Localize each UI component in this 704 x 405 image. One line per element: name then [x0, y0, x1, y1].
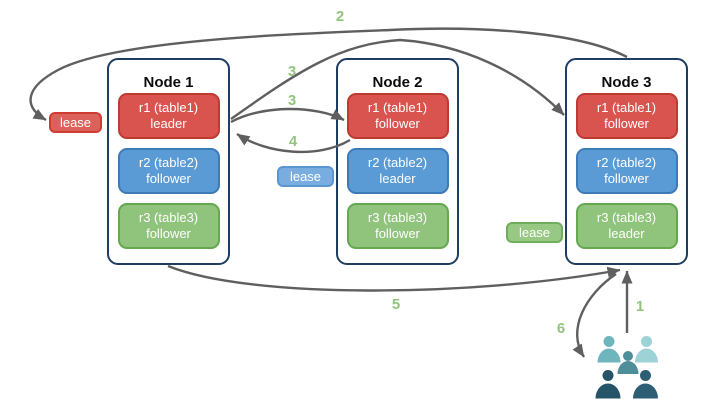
node-3-title: Node 3 [601, 74, 652, 91]
step-label-3b: 3 [287, 92, 297, 109]
arrow-5-leaseholder-to-gateway [167, 264, 621, 292]
node-2-replica-r1: r1 (table1) follower [346, 93, 449, 139]
step-label-5: 5 [391, 296, 401, 313]
replica-role-label: follower [375, 116, 420, 131]
replica-role-label: leader [379, 171, 416, 186]
node-3-replica-r3: r3 (table3) leader [575, 203, 678, 249]
node-2-replica-r2: r2 (table2) leader [346, 148, 449, 194]
lease-tag-red: lease [49, 112, 102, 133]
replica-range-label: r2 (table2) [367, 155, 428, 170]
node-2-title: Node 2 [372, 74, 423, 91]
replica-role-label: leader [150, 116, 187, 131]
arrow-6-gateway-to-client [572, 273, 617, 358]
node-3-replica-r1: r1 (table1) follower [575, 93, 678, 139]
replica-range-label: r1 (table1) [367, 100, 428, 115]
node-1-replica-r1: r1 (table1) leader [117, 93, 220, 139]
replica-role-label: follower [146, 226, 191, 241]
replica-range-label: r3 (table3) [138, 210, 199, 225]
node-2-replica-r3: r3 (table3) follower [346, 203, 449, 249]
person-icon [633, 370, 658, 399]
replica-role-label: leader [608, 226, 645, 241]
node-2-box: Node 2 r1 (table1) follower r2 (table2) … [336, 58, 459, 265]
step-label-1: 1 [635, 298, 645, 315]
replica-range-label: r1 (table1) [138, 100, 199, 115]
person-icon [595, 370, 621, 399]
step-label-4: 4 [288, 133, 298, 150]
node-1-replica-r3: r3 (table3) follower [117, 203, 220, 249]
people-group-icon [595, 336, 658, 399]
node-1-title: Node 1 [143, 74, 194, 91]
step-label-3a: 3 [287, 63, 297, 80]
replica-role-label: follower [604, 171, 649, 186]
node-3-replica-r2: r2 (table2) follower [575, 148, 678, 194]
person-icon [597, 336, 621, 363]
node-3-box: Node 3 r1 (table1) follower r2 (table2) … [565, 58, 688, 265]
replica-role-label: follower [146, 171, 191, 186]
replica-range-label: r3 (table3) [367, 210, 428, 225]
replica-range-label: r2 (table2) [596, 155, 657, 170]
step-label-6: 6 [556, 320, 566, 337]
lease-tag-green: lease [506, 222, 563, 243]
step-label-2: 2 [335, 8, 345, 25]
lease-tag-blue: lease [277, 166, 334, 187]
arrow-3-leader-to-node2-follower [230, 107, 345, 124]
person-icon [617, 351, 639, 374]
replica-range-label: r2 (table2) [138, 155, 199, 170]
node-1-box: Node 1 r1 (table1) leader r2 (table2) fo… [107, 58, 230, 265]
node-1-replica-r2: r2 (table2) follower [117, 148, 220, 194]
replica-role-label: follower [375, 226, 420, 241]
person-icon [635, 336, 658, 363]
replica-range-label: r3 (table3) [596, 210, 657, 225]
replica-range-label: r1 (table1) [596, 100, 657, 115]
replica-role-label: follower [604, 116, 649, 131]
